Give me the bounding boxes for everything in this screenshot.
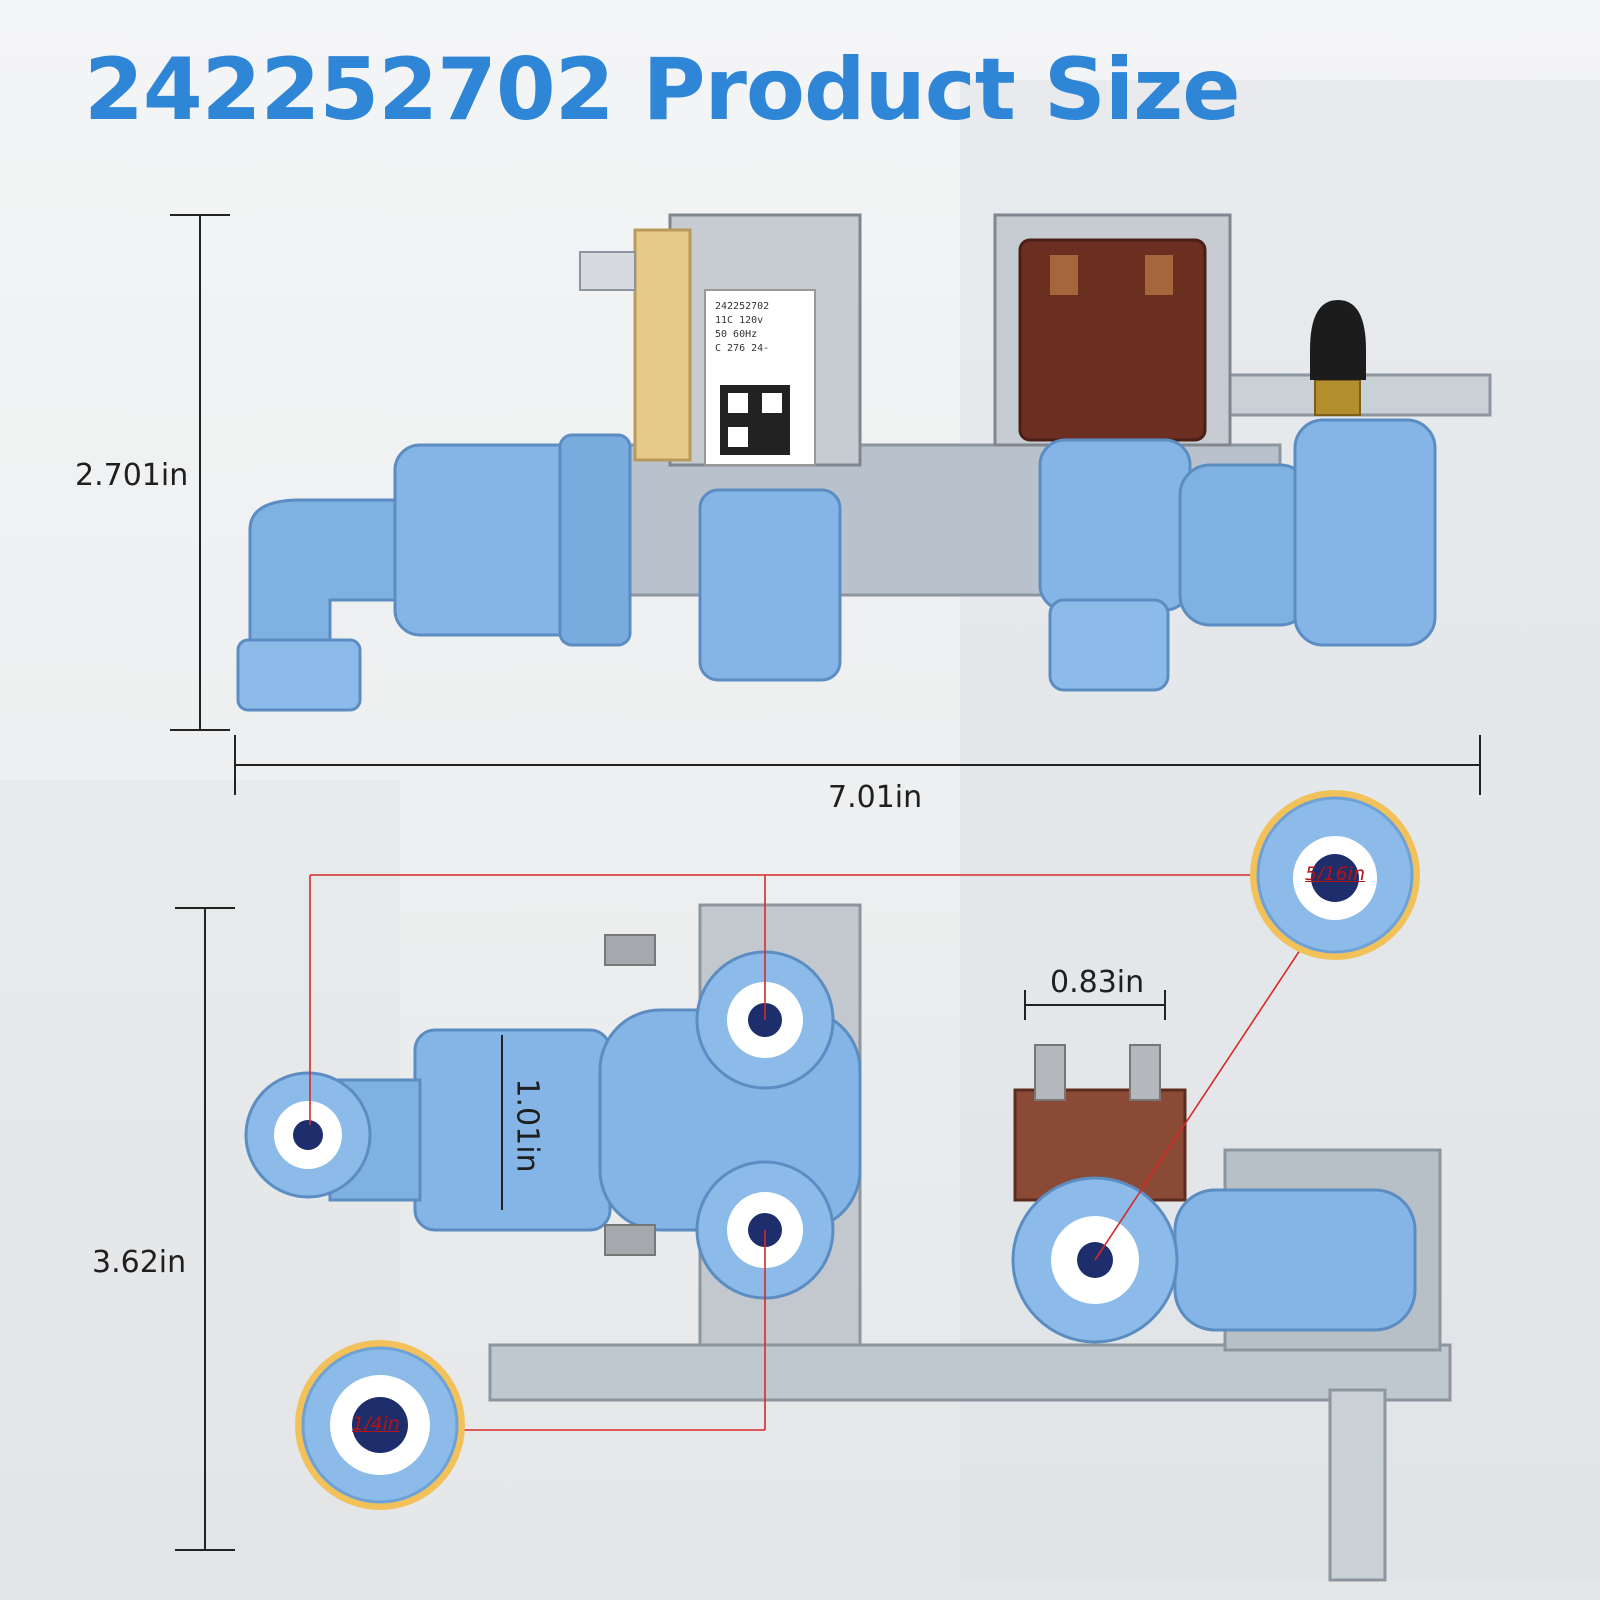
callout-lines (309, 874, 1311, 1431)
terminal-pins (579, 251, 636, 291)
connector-tube (1178, 463, 1312, 627)
right-outlet (1048, 598, 1170, 692)
terminal-gap-label: 0.83in (1050, 965, 1145, 1000)
brass-nut (1314, 379, 1361, 416)
dimension-lines-bottom (175, 907, 1166, 1551)
port-small-label: 1/4in (352, 1413, 400, 1435)
page-title: 242252702 Product Size (84, 40, 1241, 140)
port-large-label: 5/16in (1305, 863, 1365, 885)
base-bracket (488, 1343, 1452, 1402)
valve-front-view (244, 903, 1452, 1582)
dimension-lines-top (170, 214, 1481, 795)
height-bottom-label: 3.62in (92, 1245, 187, 1280)
black-cap (1310, 300, 1366, 380)
outlet-body (1293, 418, 1437, 647)
bracket-leg (1328, 1388, 1387, 1582)
callout-port-small (295, 1340, 465, 1510)
width-label: 7.01in (828, 780, 923, 815)
inlet-width-label: 1.01in (509, 1078, 545, 1173)
elbow-fitting (248, 498, 402, 652)
sticker-text: 242252702 11C 120v 50 60Hz C 276 24- (715, 301, 770, 354)
terminal-right (1129, 1044, 1161, 1101)
center-outlet (698, 488, 842, 682)
side-outlet (1173, 1188, 1417, 1332)
terminal-left (1034, 1044, 1066, 1101)
height-top-label: 2.701in (75, 458, 189, 493)
right-valve-body (1038, 438, 1192, 612)
left-solenoid-coil (633, 228, 692, 462)
inlet-collar (558, 433, 632, 647)
right-solenoid-coil (1018, 238, 1207, 442)
valve-side-view (236, 213, 1492, 712)
elbow-quick-connect (236, 638, 362, 712)
callout-port-large (1250, 790, 1420, 960)
